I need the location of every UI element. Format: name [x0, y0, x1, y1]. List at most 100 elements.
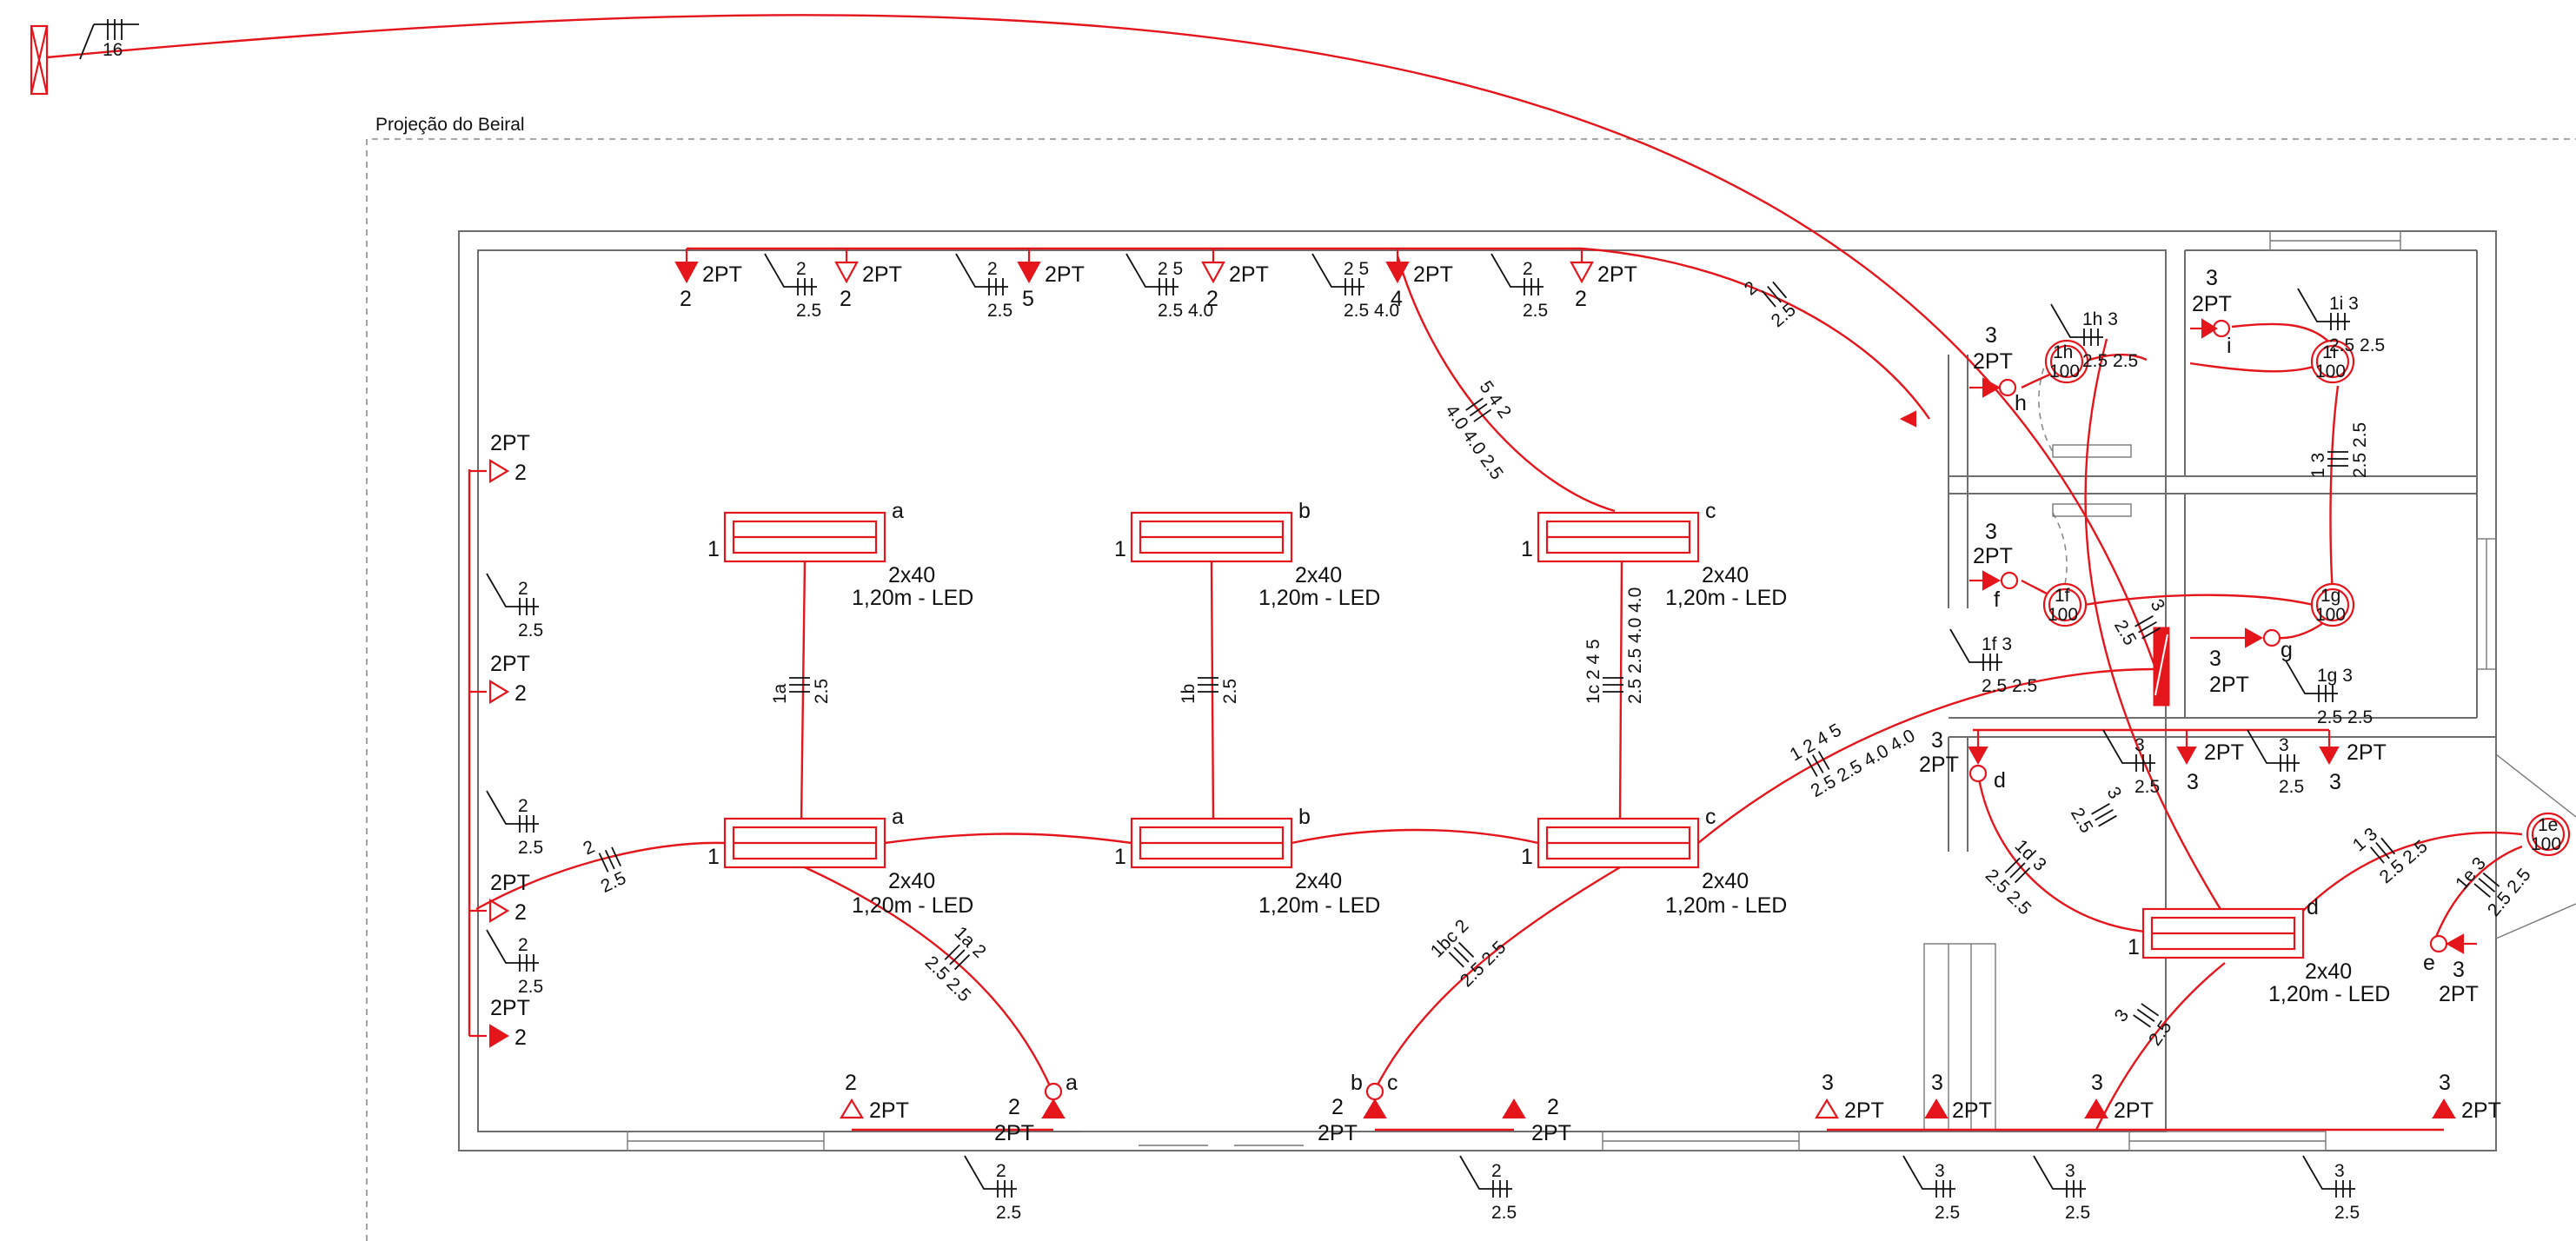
cable-tag: 1f 32.5 2.5 — [1949, 628, 2037, 696]
luminaire-circuit: 1 — [1521, 845, 1533, 869]
switch-i: i — [2212, 319, 2232, 358]
luminaire-spec: 1,20m - LED — [1258, 893, 1380, 918]
cable-tag: 22.5 — [1741, 277, 1800, 331]
cable-tag: 32.5 — [2247, 729, 2304, 797]
outlet: 2PT 2 — [834, 249, 902, 311]
luminaire-power: 2x40 — [2305, 959, 2352, 984]
lamp-circuit: 1e — [2538, 815, 2558, 835]
outlet-type: 2PT — [862, 262, 902, 287]
outlet-circuit: 3 — [2091, 1071, 2103, 1095]
cable-section-label: 2.5 2.5 — [1457, 938, 1510, 992]
outlet-circuit: 3 — [1985, 323, 1997, 348]
luminaire-power: 2x40 — [888, 869, 935, 893]
lamp-circuit: 1i — [2322, 342, 2336, 362]
cable-circuit-label: 1c 2 4 5 — [1583, 639, 1603, 704]
feed-cable-section: 16 — [103, 40, 123, 60]
luminaire-power: 2x40 — [1295, 869, 1342, 893]
switch-letter: g — [2281, 638, 2293, 662]
luminaires: a 1 2x40 1,20m - LED b 1 2x40 1,20m - LE… — [707, 499, 2390, 1006]
outlet-circuit: 2 — [840, 287, 852, 311]
cable-tag: 1g 32.5 2.5 — [2285, 660, 2373, 727]
cable-section-label: 2.5 — [518, 838, 543, 858]
switch-f: f — [1994, 571, 2019, 612]
cable-circuit-label: 3 — [2334, 1161, 2345, 1181]
lamp-circuit: 1f — [2055, 586, 2070, 606]
cable-tag: 2 52.5 4.0 — [1311, 253, 1399, 321]
cable-section-label: 2.5 2.5 — [1982, 676, 2037, 696]
cable-section-label: 2.5 — [2065, 1203, 2090, 1223]
luminaire-letter: c — [1705, 499, 1716, 523]
switch-letter: h — [2015, 391, 2027, 415]
ceiling-lamp-1e: 1e 100 — [2526, 812, 2571, 857]
outlet-type: 2PT — [1531, 1121, 1571, 1145]
cable-circuit-label: 1a — [770, 683, 790, 704]
outlet-type: 2PT — [2204, 740, 2244, 765]
cable-section-label: 2.5 — [2134, 777, 2160, 797]
cable-circuit-label: 2 — [987, 259, 998, 279]
switch-a: a — [1044, 1071, 1078, 1101]
cable-tag: 32.5 — [2102, 729, 2160, 797]
cable-section-label: 2.5 4.0 — [1158, 301, 1213, 321]
switch-letter: a — [1066, 1071, 1078, 1095]
outlet-type: 2PT — [1844, 1098, 1884, 1123]
outlet-circuit: 3 — [2187, 770, 2199, 794]
luminaire-b-lower: b 1 2x40 1,20m - LED — [1114, 805, 1380, 918]
cable-section-label: 2.5 — [2110, 617, 2141, 649]
cable-circuit-label: 1b — [1178, 684, 1198, 704]
luminaire-c-lower: c 1 2x40 1,20m - LED — [1521, 805, 1787, 918]
outlet-type: 2PT — [490, 652, 530, 676]
distribution-panel — [2153, 627, 2170, 707]
luminaire-spec: 1,20m - LED — [1665, 586, 1787, 610]
cable-tag: 22.5 — [964, 1155, 1021, 1223]
cable-section-label: 2.5 2.5 — [2082, 351, 2138, 371]
outlet-type: 2PT — [2347, 740, 2387, 765]
luminaire-circuit: 1 — [1114, 845, 1126, 869]
conduits — [468, 247, 2523, 1132]
ceiling-lamp-1f: 1f 100 — [2042, 582, 2088, 627]
cable-section-label: 2.5 — [1220, 679, 1240, 704]
outlet-type: 2PT — [1229, 262, 1269, 287]
cable-section-label: 2.5 — [518, 977, 543, 997]
cable-tag: 32.5 — [1902, 1155, 1960, 1223]
cable-annotations: 22.522.52 52.5 4.02 52.5 4.022.522.522.5… — [486, 253, 2535, 1223]
outlet-circuit: 5 — [1022, 287, 1034, 311]
luminaire-power: 2x40 — [1702, 869, 1749, 893]
cable-tag: 22.5 — [486, 929, 543, 997]
cable-circuit-label: 3 — [2134, 735, 2145, 755]
luminaire-circuit: 1 — [1521, 537, 1533, 561]
luminaire-power: 2x40 — [888, 563, 935, 587]
switch-e: e — [2423, 934, 2448, 975]
lamp-power: 100 — [2315, 362, 2346, 382]
luminaire-power: 2x40 — [1295, 563, 1342, 587]
luminaire-d: d 1 2x40 1,20m - LED — [2128, 895, 2390, 1006]
cable-section-label: 2.5 — [1768, 300, 1800, 331]
switch-h: h — [1998, 378, 2027, 415]
cable-circuit-label: 1i 3 — [2329, 294, 2359, 314]
cable-circuit-label: 2 — [581, 837, 598, 859]
cable-tag: 1 32.5 2.5 — [2349, 824, 2432, 887]
cable-section-label: 2.5 — [2067, 805, 2097, 837]
lamp-circuit: 1g — [2320, 586, 2340, 606]
cable-tag: 1a 22.5 2.5 — [921, 923, 990, 1006]
cable-section-label: 2.5 — [996, 1203, 1021, 1223]
cable-tag: 1d 32.5 2.5 — [1982, 836, 2050, 919]
outlet-type: 2PT — [1973, 544, 2013, 568]
outlet-circuit: 2 — [1575, 287, 1587, 311]
roof-projection-label: Projeção do Beiral — [375, 115, 525, 135]
luminaire-letter: b — [1298, 499, 1311, 523]
